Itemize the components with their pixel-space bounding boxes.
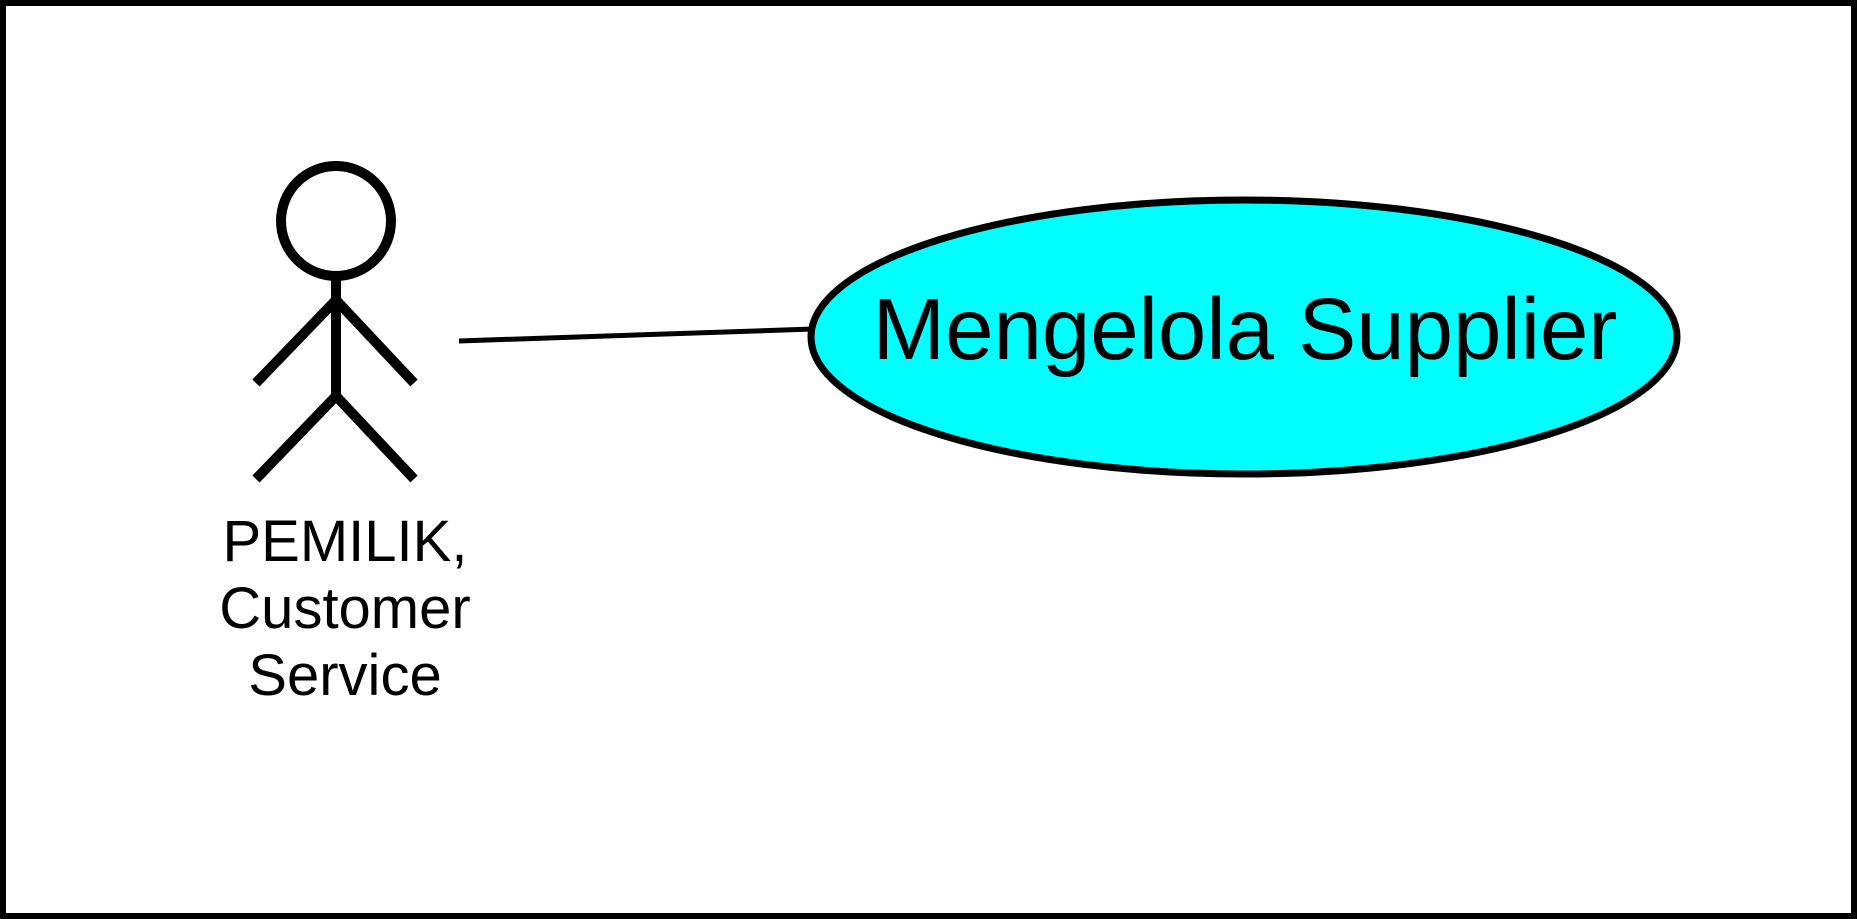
stick-figure-icon: [252, 161, 418, 483]
association-line: [458, 326, 814, 344]
actor-legs: [252, 388, 418, 483]
actor-label-line-3: Service: [248, 643, 442, 708]
actor-label: PEMILIK, Customer Service: [165, 508, 525, 709]
actor-label-line-1: PEMILIK,: [222, 509, 468, 574]
use-case-ellipse: [807, 196, 1681, 478]
actor-head: [276, 161, 396, 281]
actor-arms: [252, 292, 418, 387]
actor-label-line-2: Customer: [219, 576, 471, 641]
use-case-label: Mengelola Supplier: [872, 281, 1618, 378]
